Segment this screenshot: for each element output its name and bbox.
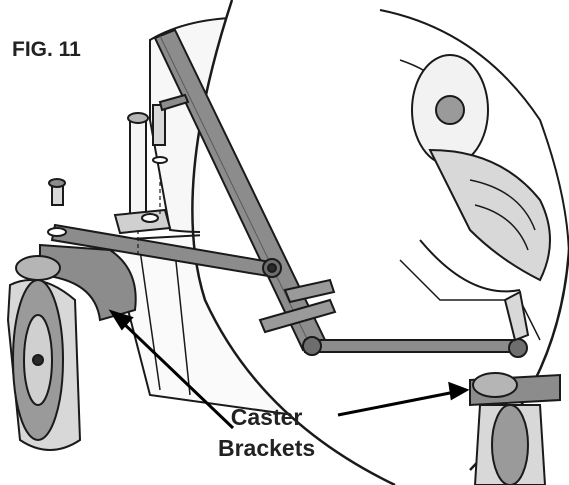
lever-pin [137,93,190,255]
right-caster [469,372,561,485]
callout-leaders [108,309,470,430]
callout-line-2: Brackets [218,435,316,461]
caster-brackets-label: Caster Brackets [218,402,315,464]
left-caster [6,243,137,451]
vertical-bolt [113,112,172,235]
callout-line-1: Caster [230,404,303,430]
middle-bolts [258,278,337,334]
screw [47,178,67,237]
lower-link [302,290,530,358]
figure-title: FIG. 11 [12,38,81,61]
